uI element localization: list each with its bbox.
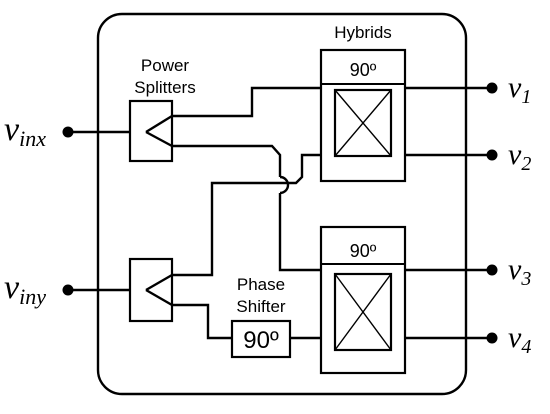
- phase-shifter-angle: 90º: [243, 327, 279, 354]
- output-1-terminal: [486, 82, 498, 94]
- power-splitters-label-line1: Power: [141, 56, 190, 75]
- output-3-terminal: [486, 264, 498, 276]
- power-splitter-x-box: [128, 99, 174, 163]
- input-x-label: vinx: [4, 111, 46, 151]
- wire-splitter-x-lower-a: [172, 144, 282, 177]
- phase-shifter-box: [230, 319, 292, 359]
- output-1-label: v1: [508, 71, 531, 108]
- power-splitter-y-arm-lower: [145, 288, 173, 307]
- output-4-label: v4: [508, 321, 531, 358]
- hybrid-top: [319, 48, 407, 183]
- power-splitter-y-box: [128, 257, 174, 323]
- wire-splitter-y-to-v2: [172, 153, 492, 277]
- hybrids-label: Hybrids: [334, 23, 392, 42]
- power-splitters-label-line2: Splitters: [134, 78, 195, 97]
- output-2-label: v2: [508, 138, 531, 175]
- power-splitter-y: [128, 257, 174, 323]
- output-3-label: v3: [508, 253, 531, 290]
- input-y-label: viny: [4, 269, 46, 309]
- outer-enclosure: [96, 12, 468, 396]
- hybrid-bottom-cross-b: [334, 273, 392, 351]
- hybrid-top-cross-b: [334, 89, 392, 157]
- phase-shifter-label-line2: Shifter: [236, 297, 285, 316]
- hybrid-top-angle: 90º: [350, 60, 377, 80]
- power-splitter-x-arm-upper: [145, 114, 173, 134]
- power-splitter-y-arm-upper: [145, 273, 173, 292]
- wire-splitter-x-to-v3: [278, 193, 492, 272]
- power-splitter-x-arm-lower: [145, 130, 173, 148]
- hybrid-bottom: [319, 225, 407, 375]
- hybrid-bottom-angle: 90º: [350, 241, 377, 261]
- wire-splitter-y-to-shifter: [172, 303, 232, 340]
- input-y-terminal: [62, 284, 74, 296]
- output-4-terminal: [486, 332, 498, 344]
- wire-crossover-hop: [279, 175, 290, 195]
- input-x-terminal: [62, 126, 74, 138]
- power-splitter-x: [128, 99, 174, 163]
- output-2-terminal: [486, 149, 498, 161]
- phase-shifter-label-line1: Phase: [237, 275, 285, 294]
